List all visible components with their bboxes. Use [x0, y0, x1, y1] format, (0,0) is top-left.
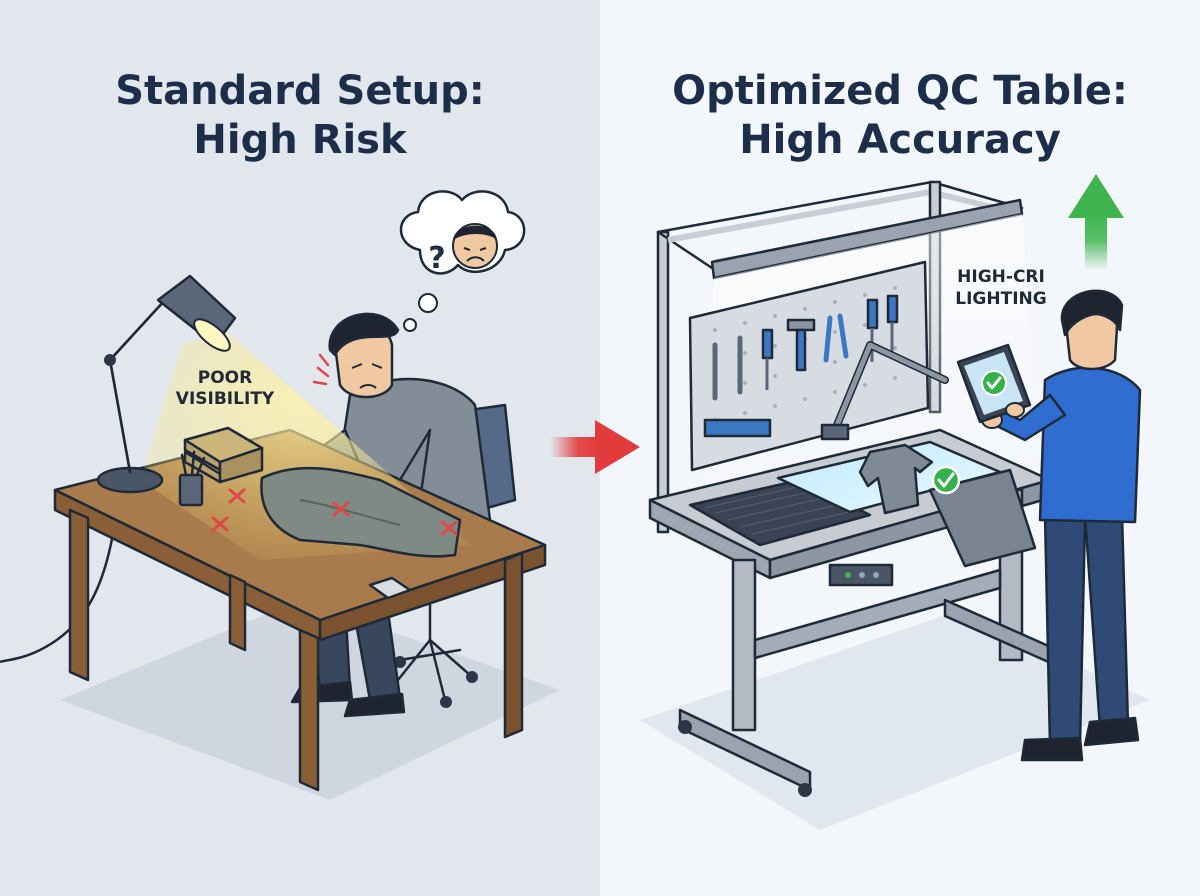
- high-cri-label-line2: LIGHTING: [955, 289, 1046, 309]
- check-circle-icon: [981, 370, 1007, 396]
- left-title-line2: High Risk: [193, 117, 408, 163]
- worried-face-icon: [452, 223, 498, 269]
- pliers-icon: [823, 313, 849, 363]
- inspector-with-tablet: [981, 289, 1142, 762]
- right-title-line1: Optimized QC Table:: [672, 68, 1128, 114]
- gray-tshirt: [858, 443, 1037, 568]
- up-arrow-icon: [1068, 174, 1124, 270]
- high-cri-label-line1: HIGH-CRI: [957, 267, 1045, 287]
- poor-visibility-label-line1: POOR: [198, 368, 252, 388]
- folded-clothes-stack: [183, 426, 264, 484]
- x-mark-icon: [211, 488, 458, 536]
- magnifier-arm: [820, 341, 949, 441]
- right-title-line2: High Accuracy: [739, 117, 1061, 163]
- thought-bubble: ?: [399, 190, 526, 332]
- desk-lamp: [96, 274, 237, 494]
- gray-garment: [260, 466, 462, 558]
- question-mark: ?: [428, 241, 445, 276]
- wrench-icon: [712, 335, 743, 401]
- screwdriver-icon: [761, 294, 899, 390]
- check-circle-icon: [931, 465, 961, 495]
- bit-holder: [703, 418, 772, 438]
- floor-shadow-right: [640, 610, 1150, 830]
- small-tag-card: [368, 576, 412, 600]
- table-legs: [678, 488, 1082, 797]
- hammer-icon: [786, 318, 816, 372]
- standard-setup-scene: POOR VISIBILITY: [0, 190, 560, 800]
- optimized-qc-scene: HIGH-CRI LIGHTING: [640, 174, 1150, 830]
- left-title-line1: Standard Setup:: [115, 68, 484, 114]
- right-arrow-icon: [550, 420, 640, 474]
- pen-cup: [178, 450, 206, 507]
- poor-visibility-label-line2: VISIBILITY: [176, 389, 275, 409]
